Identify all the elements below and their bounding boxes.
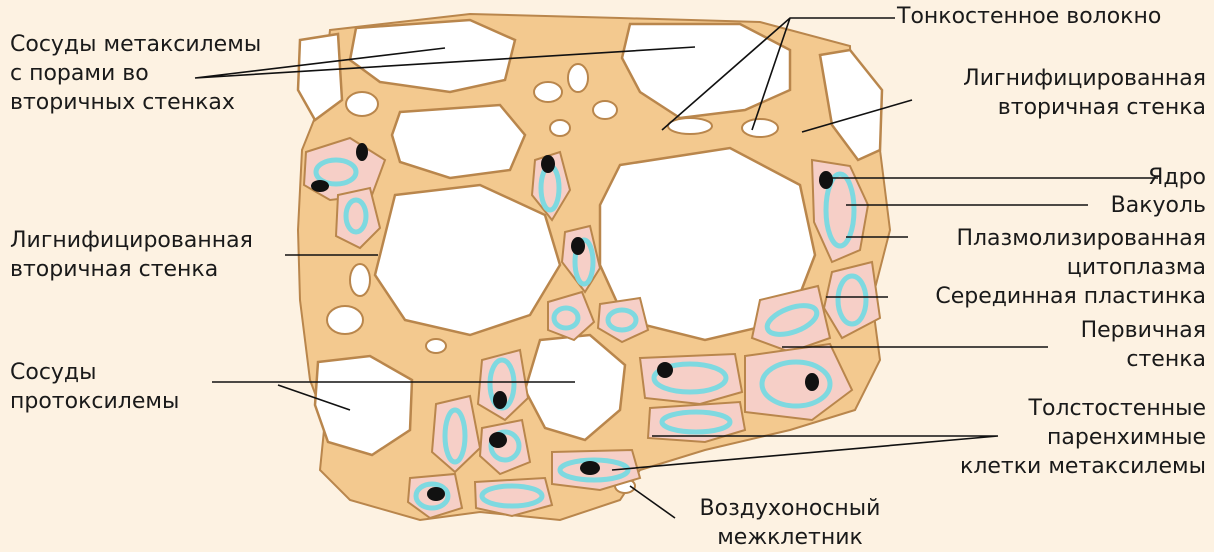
label-metaxylem-vessels: Сосуды метаксилемы с порами во вторичных… [10,30,261,117]
nucleus-10 [580,461,600,475]
label-lignified-wall-left: Лигнифицированная вторичная стенка [10,226,253,284]
label-middle-lamella: Серединная пластинка [935,282,1206,311]
label-protoxylem-vessels: Сосуды протоксилемы [10,358,179,416]
label-lignified-wall-top: Лигнифицированная вторичная стенка [963,64,1206,122]
nucleus-6 [657,362,673,378]
label-vacuole: Вакуоль [1111,191,1206,220]
pit-8 [426,339,446,353]
pit-9 [668,118,712,134]
nucleus-7 [805,373,819,391]
nucleus-8 [493,391,507,409]
nucleus-11 [427,487,445,501]
nucleus-5 [819,171,833,189]
pit-4 [550,120,570,136]
nucleus-4 [571,237,585,255]
nucleus-2 [311,180,329,192]
label-primary-wall: Первичная стенка [1081,316,1206,374]
pit-3 [593,101,617,119]
pit-2 [568,64,588,92]
nucleus-9 [489,432,507,448]
label-thin-fiber: Тонкостенное волокно [897,2,1161,31]
nucleus-3 [541,155,555,173]
pit-5 [346,92,378,116]
vessel-upper-mid [392,105,525,178]
leader-air-space [630,486,675,518]
label-parenchyma-cells: Толстостенные паренхимные клетки метакси… [960,394,1206,481]
nucleus-1 [356,143,368,161]
label-air-space: Воздухоносный межклетник [680,494,900,552]
label-nucleus: Ядро [1148,163,1206,192]
pit-10 [742,119,778,137]
label-plasmolyzed-cytoplasm: Плазмолизированная цитоплазма [956,224,1206,282]
pit-1 [534,82,562,102]
pit-6 [327,306,363,334]
pit-7 [350,264,370,296]
